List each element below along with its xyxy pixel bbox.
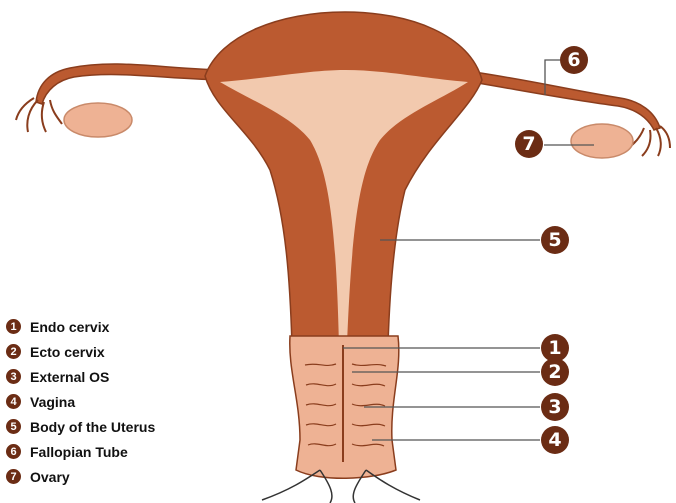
marker-body-of-uterus: 5 — [541, 226, 569, 254]
legend-badge: 4 — [6, 394, 21, 409]
cervix-vagina — [262, 336, 420, 503]
legend-badge: 7 — [6, 469, 21, 484]
legend-label: Ecto cervix — [30, 344, 105, 360]
legend-item-external-os: 3 External OS — [6, 364, 155, 389]
right-fimbriae — [628, 126, 670, 156]
legend-item-ecto-cervix: 2 Ecto cervix — [6, 339, 155, 364]
legend: 1 Endo cervix 2 Ecto cervix 3 External O… — [6, 314, 155, 489]
legend-item-body-of-uterus: 5 Body of the Uterus — [6, 414, 155, 439]
marker-ovary: 7 — [515, 130, 543, 158]
legend-item-fallopian-tube: 6 Fallopian Tube — [6, 439, 155, 464]
legend-label: External OS — [30, 369, 109, 385]
legend-badge: 1 — [6, 319, 21, 334]
legend-label: Ovary — [30, 469, 70, 485]
legend-label: Body of the Uterus — [30, 419, 155, 435]
legend-badge: 2 — [6, 344, 21, 359]
right-fallopian-tube — [460, 70, 660, 130]
marker-vagina: 4 — [541, 426, 569, 454]
left-ovary — [64, 103, 132, 137]
legend-badge: 5 — [6, 419, 21, 434]
legend-item-ovary: 7 Ovary — [6, 464, 155, 489]
legend-badge: 6 — [6, 444, 21, 459]
marker-fallopian-tube: 6 — [560, 46, 588, 74]
legend-label: Endo cervix — [30, 319, 109, 335]
legend-label: Fallopian Tube — [30, 444, 128, 460]
legend-item-endo-cervix: 1 Endo cervix — [6, 314, 155, 339]
left-fallopian-tube — [36, 64, 230, 104]
legend-badge: 3 — [6, 369, 21, 384]
right-ovary — [571, 124, 633, 158]
legend-label: Vagina — [30, 394, 75, 410]
legend-item-vagina: 4 Vagina — [6, 389, 155, 414]
marker-ecto-cervix: 2 — [541, 358, 569, 386]
marker-external-os: 3 — [541, 393, 569, 421]
